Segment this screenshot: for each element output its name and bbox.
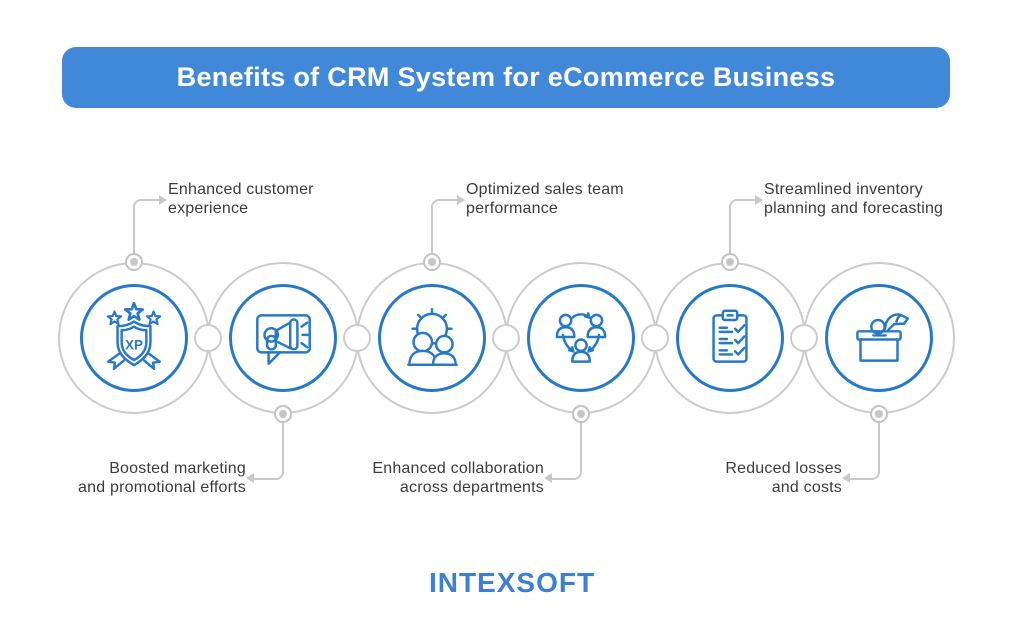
benefit-label: Reduced losses and costs [725,459,842,497]
xp-badge-icon: XP [106,301,162,371]
link-circle [790,324,818,352]
icon-circle [676,284,784,392]
benefit-node [505,262,657,414]
benefit-label-line: and costs [771,479,842,496]
connector-dot [125,253,143,271]
benefit-label-line: Streamlined inventory [764,181,923,198]
benefit-label: Boosted marketing and promotional effort… [78,459,246,497]
icon-circle [527,284,635,392]
arrowhead-icon [159,195,167,205]
benefit-label-line: Reduced losses [725,460,842,477]
benefit-label-line: across departments [399,479,544,496]
benefit-label: Streamlined inventory planning and forec… [764,180,943,218]
benefit-node [654,262,806,414]
connector-dot [721,253,739,271]
intexsoft-logo: INTEXSOFT [428,567,596,598]
icon-circle [825,284,933,392]
megaphone-icon [256,314,311,365]
xp-badge-text: XP [125,337,143,352]
connector-dot [870,405,888,423]
benefit-label-line: Enhanced collaboration [372,460,544,477]
connector-line [133,199,163,257]
link-circle [343,324,371,352]
arrowhead-icon [755,195,763,205]
benefit-label-line: and promotional efforts [78,479,246,496]
arrowhead-icon [457,195,465,205]
title-banner: Benefits of CRM System for eCommerce Bus… [62,47,950,108]
benefit-label-line: planning and forecasting [764,200,944,217]
benefit-label: Enhanced collaboration across department… [372,459,544,497]
link-circle [492,324,520,352]
benefit-label: Optimized sales team performance [466,180,624,218]
benefit-label-line: performance [466,200,559,217]
benefit-label: Enhanced customer experience [168,180,314,218]
benefit-node: XP [58,262,210,414]
team-gear-icon [407,307,458,366]
benefit-label-line: Optimized sales team [466,181,624,198]
benefit-label-line: experience [168,200,249,217]
benefit-node [356,262,508,414]
connector-line [552,423,582,480]
benefit-node [803,262,955,414]
icon-circle [378,284,486,392]
connector-dot [423,253,441,271]
connector-dot [572,405,590,423]
connector-line [431,199,461,257]
arrowhead-icon [842,473,850,483]
checklist-icon [712,309,748,363]
collaboration-icon [555,312,607,363]
benefit-label-line: Boosted marketing [109,460,246,477]
link-circle [194,324,222,352]
link-circle [641,324,669,352]
benefit-label-line: Enhanced customer [168,181,314,198]
icon-circle: XP [80,284,188,392]
cost-box-icon [856,313,910,362]
connector-line [729,199,759,257]
connector-line [850,423,880,480]
benefit-node [207,262,359,414]
arrowhead-icon [544,473,552,483]
icon-circle [229,284,337,392]
arrowhead-icon [246,473,254,483]
connector-line [254,423,284,480]
page-title: Benefits of CRM System for eCommerce Bus… [176,62,836,92]
connector-dot [274,405,292,423]
